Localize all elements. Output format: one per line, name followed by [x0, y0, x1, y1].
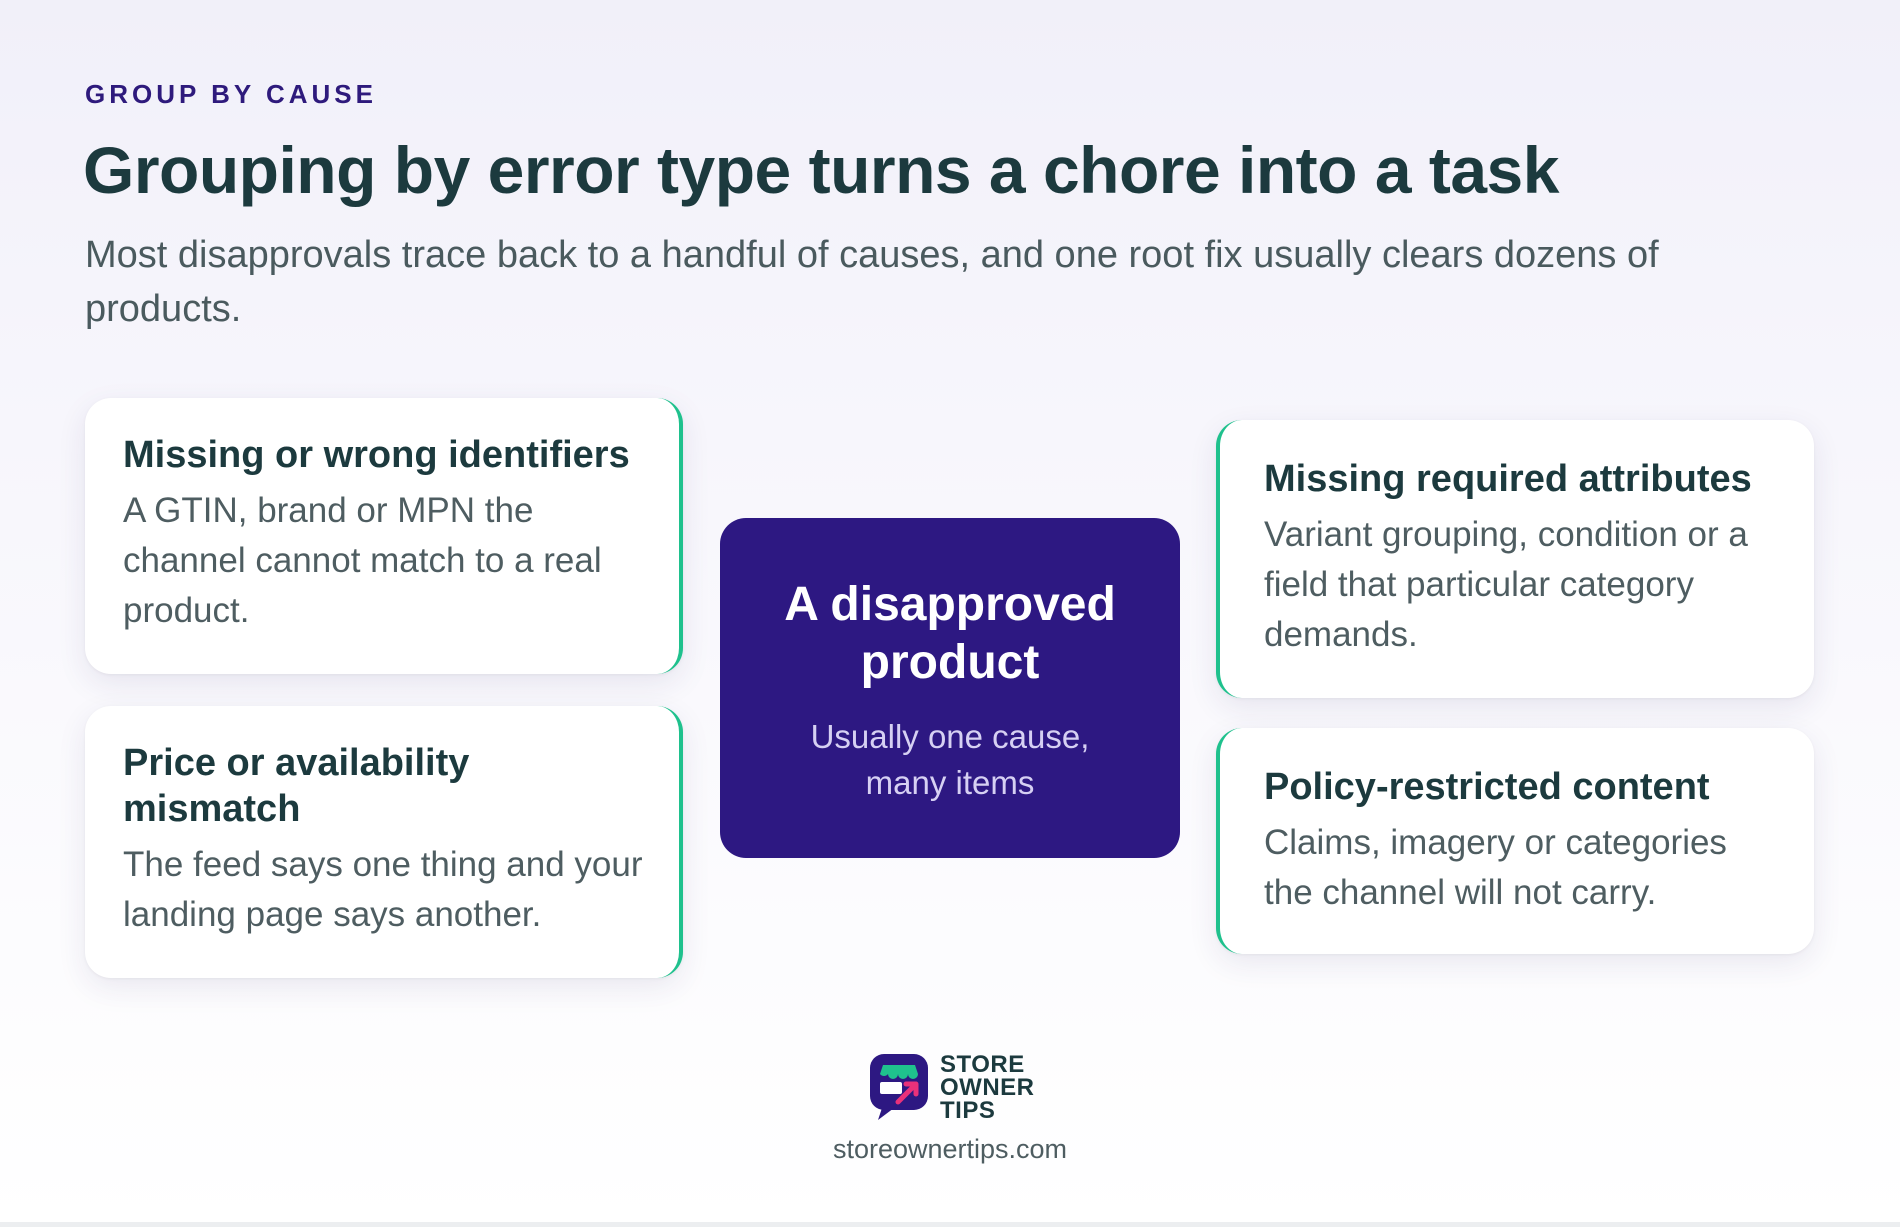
brand-line: TIPS	[940, 1096, 996, 1124]
cause-card-title: Missing required attributes	[1264, 458, 1752, 500]
cause-card-required-attributes: Missing required attributes Variant grou…	[1216, 420, 1814, 698]
cause-card-body: The feed says one thing and your landing…	[123, 845, 643, 934]
center-node-disapproved-product: A disapproved product Usually one cause,…	[720, 518, 1180, 858]
page-subtitle: Most disapprovals trace back to a handfu…	[85, 234, 1659, 330]
brand-wordmark: STORE OWNER TIPS	[940, 1050, 1035, 1124]
cause-card-policy-restricted: Policy-restricted content Claims, imager…	[1216, 728, 1814, 954]
cause-card-title: Policy-restricted content	[1264, 766, 1710, 808]
center-node-subtitle: Usually one cause, many items	[810, 718, 1090, 801]
bottom-divider	[0, 1222, 1900, 1227]
brand-line: OWNER	[940, 1073, 1035, 1101]
store-owner-tips-logo-icon	[870, 1054, 928, 1120]
cause-card-body: Claims, imagery or categories the channe…	[1264, 823, 1727, 912]
cause-card-title: Price or availability mismatch	[123, 742, 470, 830]
cause-card-identifiers: Missing or wrong identifiers A GTIN, bra…	[85, 398, 683, 674]
brand-logo: STORE OWNER TIPS	[868, 1050, 1035, 1124]
center-node-title: A disapproved product	[784, 578, 1116, 689]
cause-card-price-availability: Price or availability mismatch The feed …	[85, 706, 683, 978]
page-title: Grouping by error type turns a chore int…	[83, 133, 1559, 207]
eyebrow-label: GROUP BY CAUSE	[85, 79, 377, 109]
site-url: storeownertips.com	[832, 1134, 1068, 1164]
cause-card-body: Variant grouping, condition or a field t…	[1264, 515, 1748, 654]
brand-line: STORE	[940, 1050, 1025, 1078]
cause-card-title: Missing or wrong identifiers	[123, 434, 630, 476]
cause-card-body: A GTIN, brand or MPN the channel cannot …	[123, 491, 602, 630]
